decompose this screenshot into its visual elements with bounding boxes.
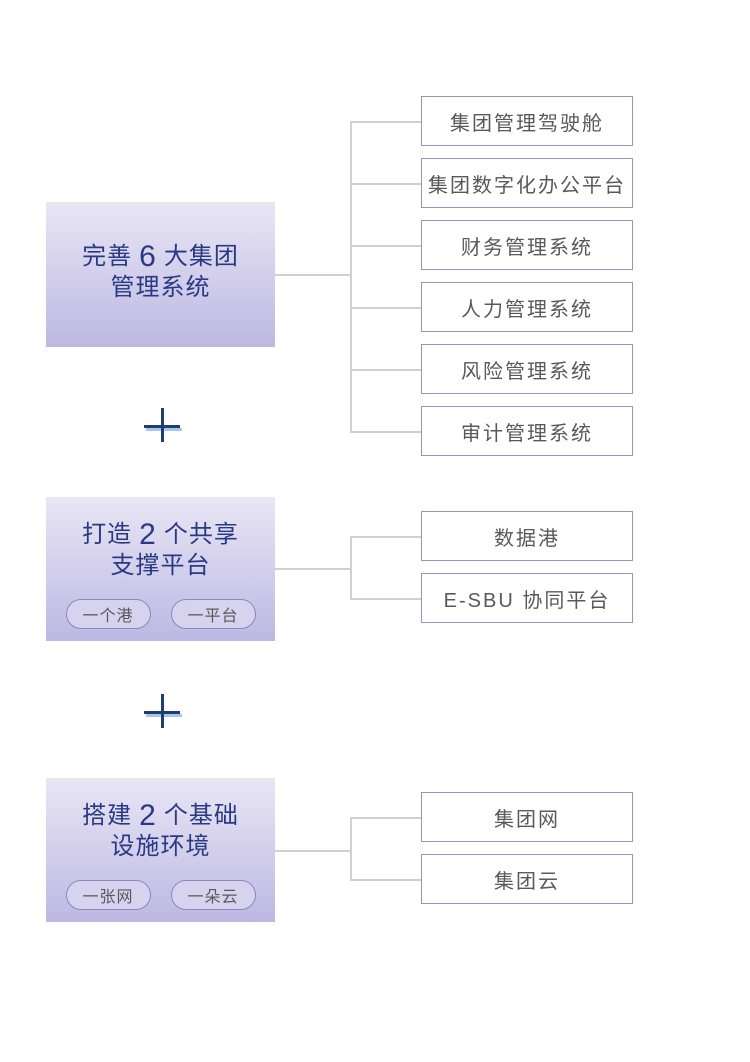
- connector-line: [350, 431, 421, 433]
- connector-line: [350, 817, 421, 819]
- connector-line: [275, 568, 350, 570]
- tag-pill: 一朵云: [170, 880, 256, 910]
- stage-3-tags: 一张网 一朵云: [65, 880, 256, 910]
- connector-line: [350, 121, 421, 123]
- connector-line: [350, 536, 352, 598]
- tag-pill: 一张网: [65, 880, 151, 910]
- system-box: 人力管理系统: [421, 282, 633, 332]
- connector-line: [350, 598, 421, 600]
- system-box: E-SBU 协同平台: [421, 573, 633, 623]
- connector-line: [350, 183, 421, 185]
- tag-pill: 一个港: [65, 599, 151, 629]
- system-box: 集团管理驾驶舱: [421, 96, 633, 146]
- connector-line: [350, 817, 352, 879]
- title-text: 打造: [82, 521, 133, 548]
- plus-icon-highlight: [146, 714, 182, 717]
- title-text: 个基础: [163, 802, 239, 829]
- stage-1-title-line2: 管理系统: [110, 273, 211, 301]
- connector-line: [275, 850, 350, 852]
- system-box: 风险管理系统: [421, 344, 633, 394]
- plus-icon: [142, 405, 182, 445]
- system-box: 集团云: [421, 854, 633, 904]
- connector-line: [350, 307, 421, 309]
- plus-icon: [142, 691, 182, 731]
- connector-line: [350, 245, 421, 247]
- title-text: 搭建: [82, 802, 133, 829]
- system-box: 集团数字化办公平台: [421, 158, 633, 208]
- system-box: 数据港: [421, 511, 633, 561]
- connector-line: [350, 536, 421, 538]
- title-number: 6: [139, 239, 157, 273]
- stage-3-title-line2: 设施环境: [110, 833, 211, 860]
- connector-line: [350, 369, 421, 371]
- connector-line: [350, 879, 421, 881]
- stage-2-tags: 一个港 一平台: [65, 599, 256, 629]
- stage-2-title-line2: 支撑平台: [110, 552, 211, 579]
- title-text: 完善: [82, 242, 133, 270]
- system-box: 财务管理系统: [421, 220, 633, 270]
- system-box: 集团网: [421, 792, 633, 842]
- connector-line: [275, 274, 350, 276]
- connector-line: [350, 121, 352, 431]
- plus-icon-vertical: [161, 408, 164, 442]
- tag-pill: 一平台: [170, 599, 256, 629]
- system-box: 审计管理系统: [421, 406, 633, 456]
- plus-icon-vertical: [161, 694, 164, 728]
- title-text: 个共享: [163, 521, 239, 548]
- title-number: 2: [139, 518, 157, 551]
- title-text: 大集团: [163, 242, 239, 270]
- plus-icon-highlight: [146, 428, 182, 431]
- title-number: 2: [139, 799, 157, 832]
